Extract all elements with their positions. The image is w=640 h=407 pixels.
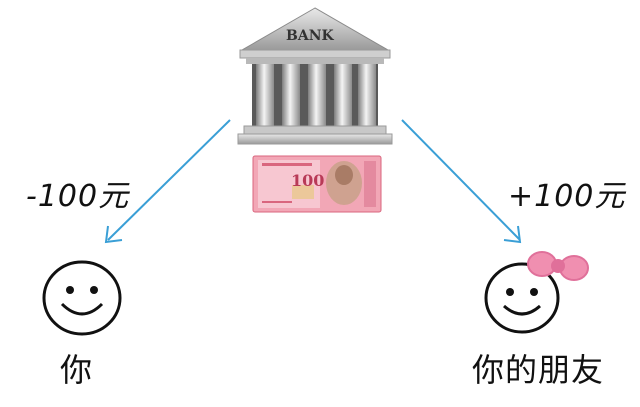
pink-bow-icon xyxy=(527,251,589,281)
person-you-label: 你 xyxy=(60,351,94,389)
bank-sign: BANK xyxy=(286,28,334,44)
smiley-face-icon xyxy=(42,260,122,336)
amount-left: -100元 xyxy=(26,179,130,214)
person-friend-label: 你的朋友 xyxy=(472,351,605,389)
rmb-100-banknote-icon xyxy=(252,155,382,213)
banknote-denomination: 100 xyxy=(291,171,325,190)
bank-building-icon xyxy=(237,7,393,145)
amount-right: +100元 xyxy=(508,179,626,214)
arrow-to-friend xyxy=(401,119,522,244)
arrow-to-you xyxy=(104,119,231,244)
smiley-face-with-bow-icon xyxy=(484,251,589,334)
